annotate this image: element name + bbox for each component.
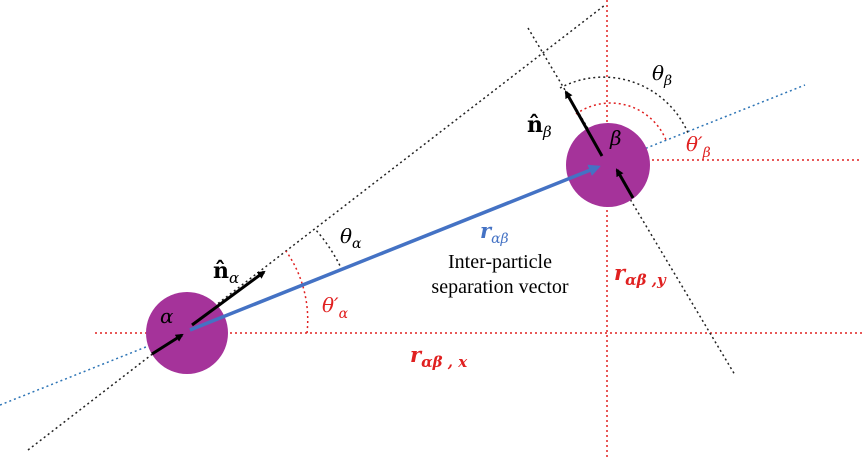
n-beta-arrow-in (615, 168, 635, 199)
caption-line-2: separation vector (431, 276, 568, 298)
label-beta: β (609, 126, 622, 150)
theta-alpha-arc (314, 228, 343, 271)
label-r-alpha-beta-y: rαβ ,y (614, 260, 667, 289)
label-theta-alpha: θα (340, 224, 362, 252)
alpha-orientation-line (27, 4, 606, 451)
separation-axis-extension (0, 84, 806, 406)
separation-vector (189, 164, 601, 332)
label-theta-prime-beta: θ′β (686, 132, 711, 161)
n-beta-arrow-up (564, 90, 604, 157)
label-n-beta: n̂β (527, 112, 552, 141)
label-r-alpha-beta: rαβ (480, 218, 509, 247)
label-n-alpha: n̂α (213, 258, 239, 287)
caption-line-1: Inter-particle (448, 251, 552, 273)
label-theta-beta: θβ (652, 61, 672, 89)
theta-beta-arc (559, 76, 689, 134)
particle-beta (566, 123, 650, 207)
n-alpha-arrow-in (151, 333, 184, 356)
particle-alpha (146, 292, 228, 374)
n-alpha-arrow-up (191, 270, 266, 327)
label-theta-prime-alpha: θ′α (322, 293, 349, 322)
label-alpha: α (160, 304, 174, 328)
beta-orientation-line (527, 27, 736, 376)
label-r-alpha-beta-x: rαβ , x (410, 342, 468, 371)
